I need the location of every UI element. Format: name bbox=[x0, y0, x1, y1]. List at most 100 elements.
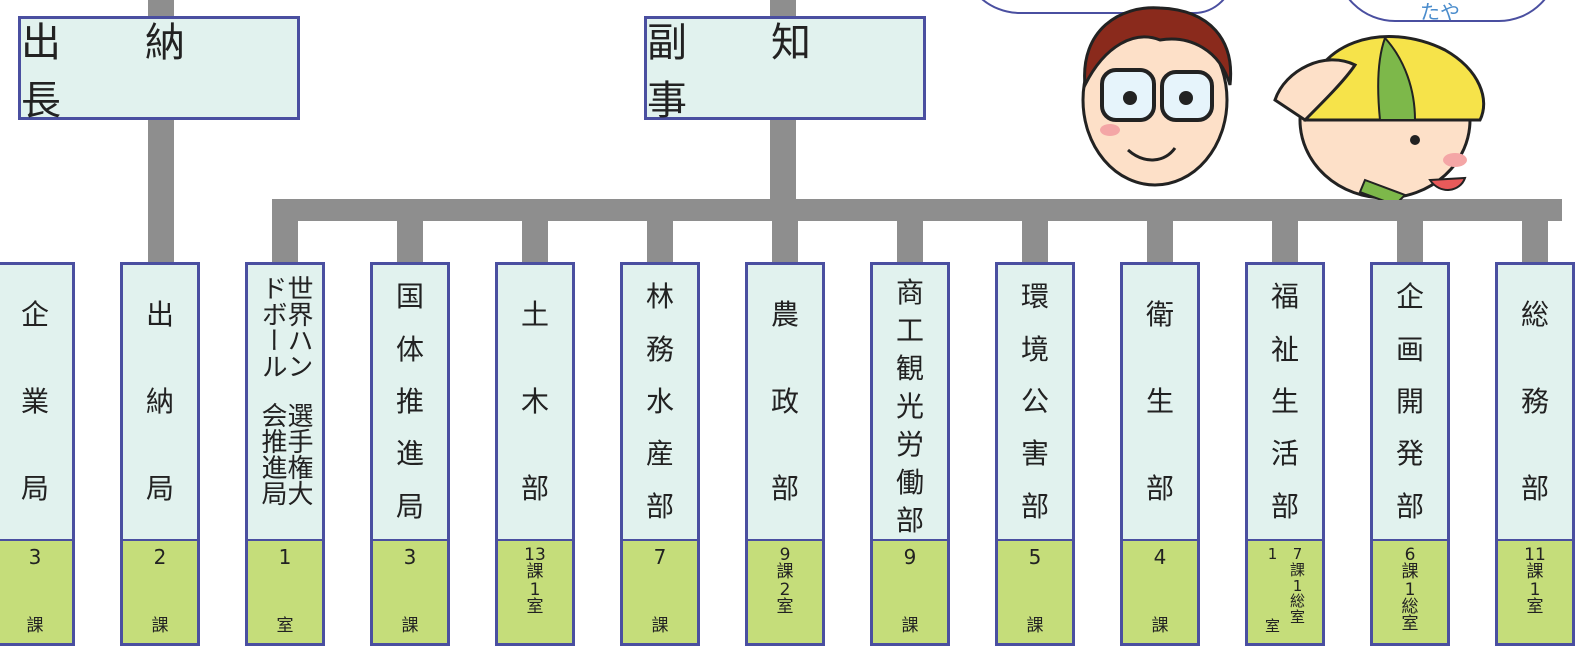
section-count-text: 13 bbox=[524, 545, 546, 565]
department-name-char: 部 bbox=[1520, 472, 1549, 506]
bus-drop-connector bbox=[1397, 218, 1423, 264]
department-name-char: 環 bbox=[1020, 280, 1049, 314]
department-box: 世界ハンドボール選手権大会推進局 1 室 bbox=[245, 262, 325, 646]
department-name-char: 局 bbox=[145, 472, 174, 506]
department-name-line: 選手権大会推進局 bbox=[257, 402, 313, 506]
department-name: 企業局 bbox=[0, 265, 72, 539]
treasurer-stem bbox=[148, 118, 174, 264]
section-count-number: 7 bbox=[653, 545, 667, 569]
section-count-unit: 室 bbox=[276, 616, 294, 636]
section-count-unit: 課 bbox=[401, 616, 419, 636]
section-count-number: 1 bbox=[278, 545, 292, 569]
section-count-text: 1 bbox=[1404, 579, 1416, 600]
department-name-char: 業 bbox=[20, 384, 49, 418]
section-count-text: 室 bbox=[1401, 614, 1419, 635]
section-count-unit: 課 bbox=[901, 616, 919, 636]
department-name-char: 林 bbox=[645, 280, 674, 314]
bus-drop-connector bbox=[1022, 218, 1048, 264]
section-count-unit: 課 bbox=[1151, 616, 1169, 636]
department-name-line: 世界ハンドボール bbox=[257, 275, 313, 379]
department-name-char: 総 bbox=[1520, 297, 1549, 331]
section-count-text: 室 bbox=[1290, 608, 1306, 626]
department-name: 総務部 bbox=[1498, 265, 1572, 539]
department-name-char: 部 bbox=[1395, 489, 1424, 523]
department-name-char: 進 bbox=[395, 437, 424, 471]
department-name-char: 企 bbox=[20, 297, 49, 331]
department-name-char: 部 bbox=[770, 472, 799, 506]
section-count-text: 課 bbox=[526, 562, 544, 583]
department-name-char: 祉 bbox=[1270, 332, 1299, 366]
bus-drop-connector bbox=[397, 218, 423, 264]
bus-drop-connector bbox=[1522, 218, 1548, 264]
section-count-text: 課 bbox=[776, 562, 794, 583]
department-name-char: 木 bbox=[520, 384, 549, 418]
department-name: 環境公害部 bbox=[998, 265, 1072, 539]
department-name-char: 出 bbox=[145, 297, 174, 331]
treasurer-box: 出 納 長 bbox=[18, 16, 300, 124]
section-count-text: 総 bbox=[1401, 596, 1419, 617]
department-name-char: 務 bbox=[645, 332, 674, 366]
section-count-text: 総 bbox=[1290, 592, 1306, 611]
section-count-text: 1 bbox=[1292, 576, 1303, 595]
speech-text: たや bbox=[1420, 0, 1460, 24]
department-name: 林務水産部 bbox=[623, 265, 697, 539]
bus-drop-connector bbox=[1147, 218, 1173, 264]
department-name-char: 境 bbox=[1020, 332, 1049, 366]
section-count-text: 課 bbox=[1290, 560, 1306, 579]
department-name-char: 部 bbox=[1145, 472, 1174, 506]
department-name-char: 政 bbox=[770, 384, 799, 418]
bus-drop-connector bbox=[772, 218, 798, 264]
section-count-text: 2 bbox=[779, 579, 791, 600]
department-name-char: 光 bbox=[895, 390, 924, 423]
department-name-char: 局 bbox=[20, 472, 49, 506]
section-count-number: 2 bbox=[153, 545, 167, 569]
department-name-char: 部 bbox=[520, 472, 549, 506]
department-name-char: 発 bbox=[1395, 437, 1424, 471]
department-name: 企画開発部 bbox=[1373, 265, 1447, 539]
child-with-cap-icon bbox=[1273, 35, 1486, 200]
horizontal-bus bbox=[272, 199, 1562, 221]
bus-drop-connector bbox=[272, 218, 298, 264]
department-name-char: 働 bbox=[895, 466, 924, 499]
department-name: 国体推進局 bbox=[373, 265, 447, 539]
section-count-unit: 課 bbox=[1026, 616, 1044, 636]
department-name-char: 商 bbox=[895, 276, 924, 309]
department-name-char: 推 bbox=[395, 384, 424, 418]
department-name-char: 土 bbox=[520, 297, 549, 331]
department-name: 土木部 bbox=[498, 265, 572, 539]
section-count-text: 室 bbox=[1526, 596, 1544, 617]
section-count-unit: 課 bbox=[151, 616, 169, 636]
section-count-text: 課 bbox=[1526, 562, 1544, 583]
section-count-number: 9 bbox=[903, 545, 917, 569]
section-count-text: 1 bbox=[1267, 545, 1278, 563]
vice-governor-stem-top bbox=[770, 0, 796, 17]
section-count-unit: 課 bbox=[26, 616, 44, 636]
department-name-char: 体 bbox=[395, 332, 424, 366]
department-name: 福祉生活部 bbox=[1248, 265, 1322, 539]
department-name-char: 務 bbox=[1520, 384, 1549, 418]
section-count-unit: 課 bbox=[651, 616, 669, 636]
department-name-char: 画 bbox=[1395, 332, 1424, 366]
department-name-char: 害 bbox=[1020, 437, 1049, 471]
department-name-char: 納 bbox=[145, 384, 174, 418]
department-name: 出納局 bbox=[123, 265, 197, 539]
bus-drop-connector bbox=[647, 218, 673, 264]
department-name: 農政部 bbox=[748, 265, 822, 539]
man-with-glasses-icon bbox=[1081, 6, 1233, 187]
department-name-char: 部 bbox=[1020, 489, 1049, 523]
